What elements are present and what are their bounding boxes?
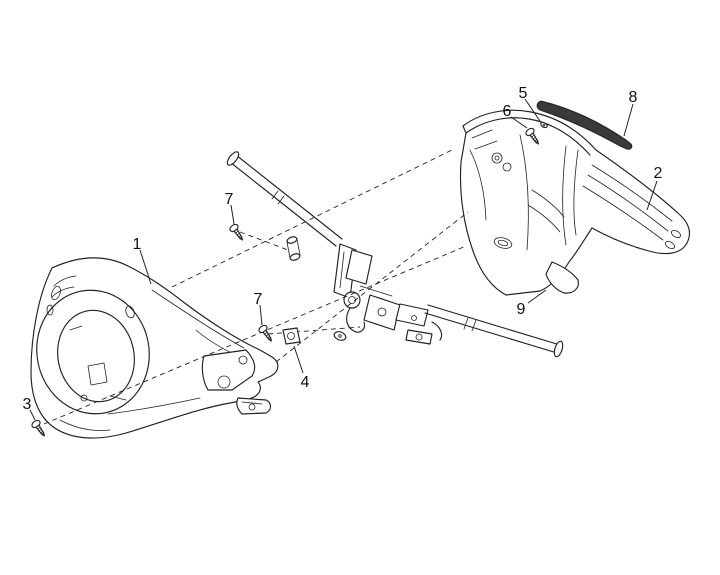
- standoff-drawing: [286, 236, 301, 261]
- assembly-guide-lines: [43, 149, 469, 425]
- grommet-5-drawing: [540, 121, 548, 129]
- part-callout-4: 4: [301, 374, 310, 391]
- trim-strip-drawing: [536, 100, 633, 150]
- handlebar-assembly-drawing: [226, 151, 564, 358]
- screw-7-upper-icon: [228, 222, 247, 244]
- rear-cover-drawing: [459, 109, 690, 296]
- part-callout-9: 9: [517, 301, 526, 318]
- part-callout-1: 1: [133, 236, 142, 253]
- part-callout-5: 5: [519, 85, 528, 102]
- callout-leader-lines: [29, 98, 658, 421]
- part-callout-6: 6: [503, 103, 512, 120]
- part-callout-7-lower: 7: [254, 291, 263, 308]
- screw-3-icon: [30, 418, 49, 440]
- lower-flap-drawing: [545, 261, 579, 294]
- part-callout-7-upper: 7: [225, 191, 234, 208]
- front-cover-drawing: [30, 257, 279, 439]
- clip-4-drawing: [282, 327, 301, 345]
- part-callout-3: 3: [23, 396, 32, 413]
- part-callout-2: 2: [654, 165, 663, 182]
- part-callout-8: 8: [629, 89, 638, 106]
